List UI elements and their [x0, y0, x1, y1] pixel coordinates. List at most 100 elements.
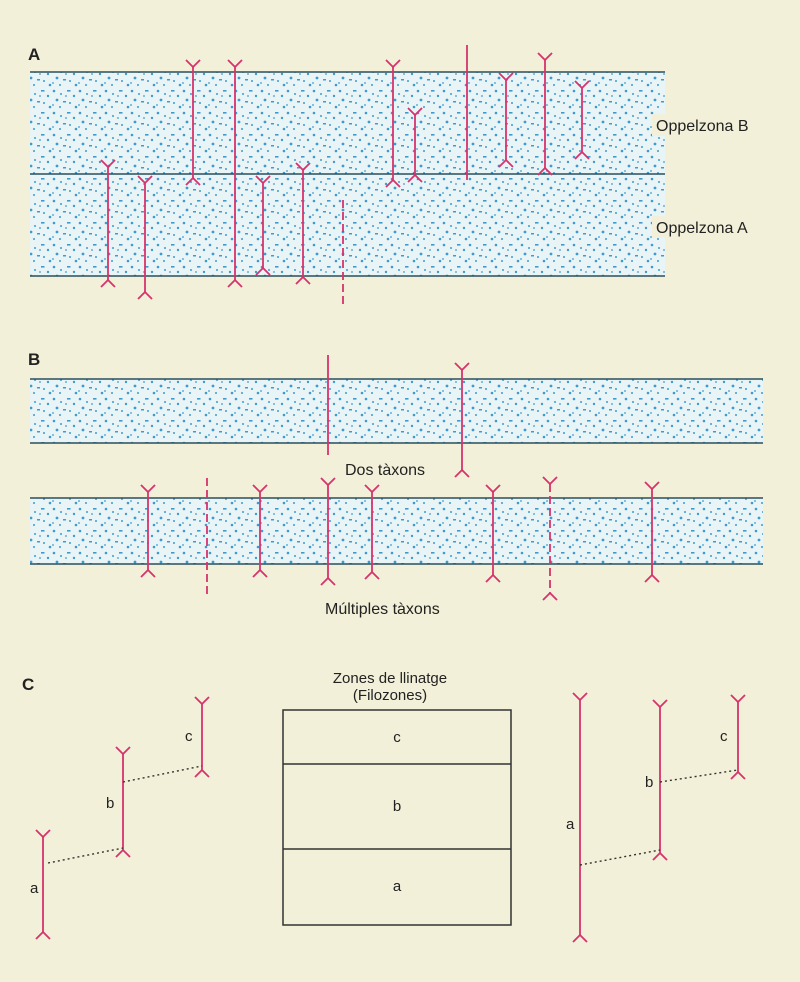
range-bottom-fork: [572, 933, 588, 943]
range-top-fork: [137, 175, 153, 185]
taxon-range-line: [185, 59, 201, 186]
range-top-fork: [185, 59, 201, 69]
range-bottom-fork: [140, 568, 156, 578]
range-bottom-fork: [137, 290, 153, 300]
panel-a-ranges: [100, 45, 590, 305]
range-top-fork: [35, 829, 51, 839]
panel-a-letter: A: [28, 45, 40, 64]
range-top-fork: [574, 80, 590, 90]
right-lineage-b-label: b: [645, 774, 653, 791]
range-bottom-fork: [252, 568, 268, 578]
panel-b: B Dos tàxons Múltiples tàxons: [28, 350, 763, 618]
taxon-range-line: [485, 484, 501, 583]
range-top-fork: [295, 162, 311, 172]
range-bottom-fork: [537, 166, 553, 176]
lineage-zones-title: Zones de llinatge: [333, 670, 447, 687]
label-bg: [652, 114, 792, 136]
range-bottom-fork: [454, 468, 470, 478]
taxon-range-line: [574, 80, 590, 160]
range-top-fork: [537, 52, 553, 62]
range-top-fork: [485, 484, 501, 494]
taxon-range-line: [227, 59, 243, 288]
multiple-taxa-label: Múltiples tàxons: [325, 601, 440, 618]
panel-b-lower-band: [30, 498, 763, 564]
lineage-zones-subtitle: (Filozones): [353, 687, 427, 704]
left-lineage-a-label: a: [30, 880, 39, 897]
range-bottom-fork: [115, 848, 131, 858]
range-bottom-fork: [407, 173, 423, 183]
taxon-range-line: [100, 159, 116, 288]
range-bottom-fork: [644, 573, 660, 583]
zone-b-label: b: [393, 798, 401, 815]
panel-b-ranges: [140, 355, 660, 601]
range-top-fork: [407, 107, 423, 117]
taxon-range-line: [252, 484, 268, 578]
taxon-range-line: [652, 699, 668, 861]
range-top-fork: [227, 59, 243, 69]
taxon-range-line: [35, 829, 51, 940]
range-top-fork: [252, 484, 268, 494]
range-bottom-fork: [35, 930, 51, 940]
panel-a: A Oppelzona B Oppelzona A: [28, 45, 792, 305]
panel-b-upper-band: [30, 379, 763, 443]
lineage-link-b-c: [122, 765, 203, 783]
range-top-fork: [652, 699, 668, 709]
taxon-range-line: [542, 476, 558, 601]
lineage-link-a-b: [579, 849, 661, 866]
taxon-range-line: [255, 175, 271, 276]
oppelzone-a-label: Oppelzona A: [656, 220, 748, 237]
oppelzone-b-label: Oppelzona B: [656, 118, 749, 135]
range-top-fork: [364, 484, 380, 494]
right-lineage-a-label: a: [566, 816, 575, 833]
left-lineage-b-label: b: [106, 795, 114, 812]
taxon-range-line: [385, 59, 401, 188]
taxon-range-line: [295, 162, 311, 285]
range-top-fork: [572, 692, 588, 702]
range-bottom-fork: [295, 275, 311, 285]
range-top-fork: [498, 72, 514, 82]
two-taxa-label: Dos tàxons: [345, 462, 425, 479]
taxon-range-line: [730, 694, 746, 780]
left-lineage-c-label: c: [185, 728, 193, 745]
range-top-fork: [730, 694, 746, 704]
range-bottom-fork: [227, 278, 243, 288]
panel-b-letter: B: [28, 350, 40, 369]
range-top-fork: [194, 696, 210, 706]
range-bottom-fork: [498, 158, 514, 168]
range-top-fork: [100, 159, 116, 169]
taxon-range-line: [572, 692, 588, 943]
range-bottom-fork: [194, 768, 210, 778]
lineage-link-b-c: [659, 769, 739, 783]
panel-c: C Zones de llinatge (Filozones) c b a a …: [22, 670, 746, 943]
range-bottom-fork: [652, 851, 668, 861]
taxon-range-line: [320, 477, 336, 586]
label-bg: [652, 216, 792, 238]
range-top-fork: [255, 175, 271, 185]
taxon-range-line: [194, 696, 210, 778]
zone-c-label: c: [393, 729, 401, 746]
range-bottom-fork: [730, 770, 746, 780]
range-top-fork: [454, 362, 470, 372]
taxon-range-line: [115, 746, 131, 858]
taxon-range-line: [407, 107, 423, 183]
range-bottom-fork: [574, 150, 590, 160]
range-bottom-fork: [100, 278, 116, 288]
taxon-range-line: [498, 72, 514, 168]
lineage-link-a-b: [47, 847, 124, 864]
right-lineage-c-label: c: [720, 728, 728, 745]
taxon-range-line: [537, 52, 553, 176]
range-bottom-fork: [185, 176, 201, 186]
range-bottom-fork: [320, 576, 336, 586]
range-top-fork: [644, 481, 660, 491]
range-top-fork: [140, 484, 156, 494]
panel-c-lineages: [35, 692, 746, 943]
range-top-fork: [542, 476, 558, 486]
taxon-range-line: [137, 175, 153, 300]
panel-c-letter: C: [22, 675, 34, 694]
taxon-range-line: [140, 484, 156, 578]
zone-a-label: a: [393, 878, 402, 895]
taxon-range-line: [364, 484, 380, 580]
range-top-fork: [385, 59, 401, 69]
range-bottom-fork: [255, 266, 271, 276]
